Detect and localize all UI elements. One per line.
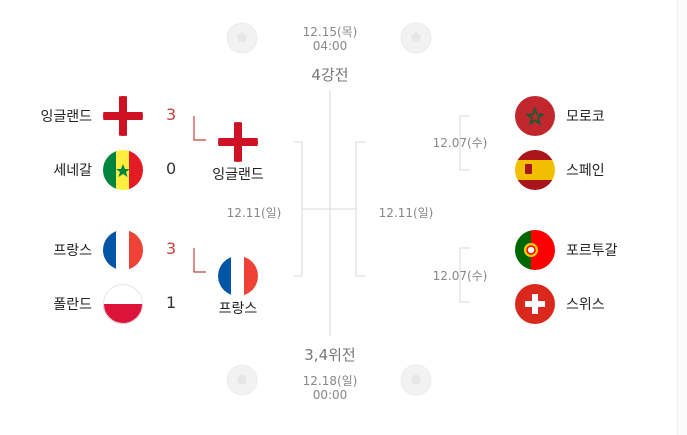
england-flag-icon[interactable] (103, 96, 143, 136)
final-time: 04:00 (312, 39, 348, 53)
team-name-morocco[interactable]: 모로코 (566, 109, 605, 125)
third-place-round-label[interactable]: 3,4위전 (304, 346, 356, 364)
right-qf2-date: 12.07(수) (432, 269, 488, 283)
soccer-ball-icon (226, 22, 258, 54)
portugal-flag-icon[interactable] (515, 230, 555, 270)
score-poland: 1 (166, 293, 177, 312)
sf-team-name-england[interactable]: 잉글랜드 (212, 167, 264, 183)
soccer-ball-icon (400, 364, 432, 396)
team-name-senegal[interactable]: 세네갈 (53, 163, 92, 179)
right-qf1-date: 12.07(수) (432, 136, 488, 150)
soccer-ball-icon (400, 22, 432, 54)
team-name-switzerland[interactable]: 스위스 (566, 297, 605, 313)
france-winner-flag-icon[interactable] (218, 256, 258, 296)
morocco-flag-icon[interactable] (515, 96, 555, 136)
final-date: 12.15(목) (302, 25, 358, 39)
scroll-edge (677, 0, 687, 435)
semifinal-round-label[interactable]: 4강전 (311, 66, 349, 84)
score-france: 3 (166, 239, 177, 258)
left-semifinal-date: 12.11(일) (226, 206, 282, 220)
team-name-spain[interactable]: 스페인 (566, 163, 605, 179)
senegal-flag-icon[interactable] (103, 150, 143, 190)
france-flag-icon[interactable] (103, 230, 143, 270)
third-place-time: 00:00 (312, 388, 348, 402)
team-name-poland[interactable]: 폴란드 (53, 297, 92, 313)
right-semifinal-date: 12.11(일) (378, 206, 434, 220)
sf-team-name-france[interactable]: 프랑스 (218, 301, 258, 317)
score-england: 3 (166, 105, 177, 124)
third-place-date: 12.18(일) (302, 374, 358, 388)
poland-flag-icon[interactable] (103, 284, 143, 324)
switzerland-flag-icon[interactable] (515, 284, 555, 324)
score-senegal: 0 (166, 159, 177, 178)
spain-flag-icon[interactable] (515, 150, 555, 190)
team-name-england[interactable]: 잉글랜드 (40, 109, 92, 125)
soccer-ball-icon (226, 364, 258, 396)
team-name-france[interactable]: 프랑스 (53, 243, 92, 259)
team-name-portugal[interactable]: 포르투갈 (566, 243, 618, 259)
england-winner-flag-icon[interactable] (218, 122, 258, 162)
